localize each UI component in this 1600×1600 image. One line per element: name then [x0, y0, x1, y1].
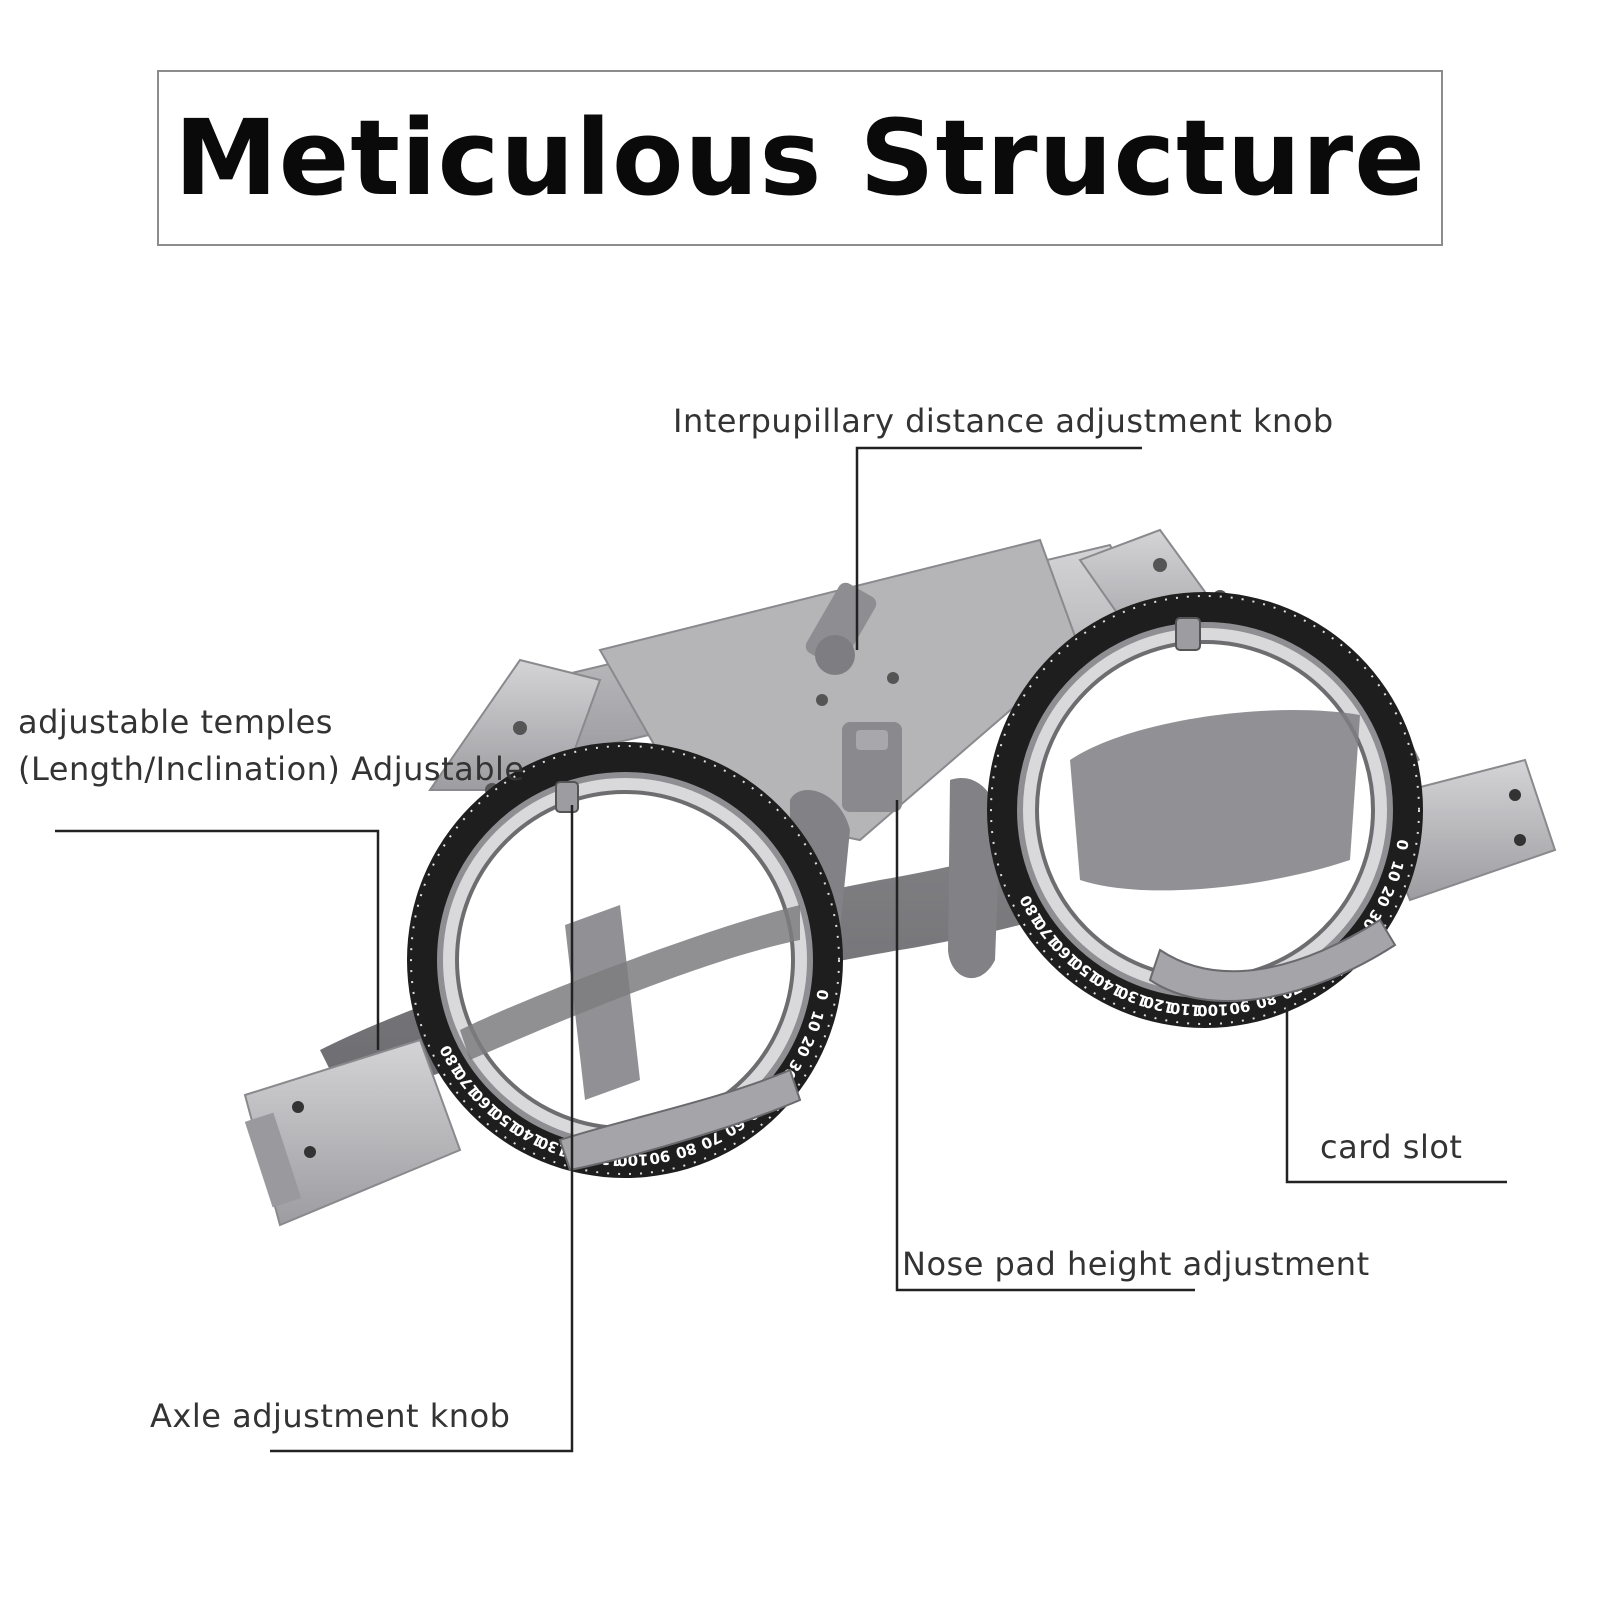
dial-number: 80: [673, 1139, 698, 1163]
title-box: Meticulous Structure: [157, 70, 1443, 246]
left-temple-slot: [244, 1112, 302, 1208]
label-ipd-knob: Interpupillary distance adjustment knob: [673, 402, 1334, 440]
bridge-screw-3: [1153, 558, 1167, 572]
dial-number: 90: [648, 1146, 672, 1167]
page-title: Meticulous Structure: [174, 97, 1426, 219]
nose-pad-leader: [895, 800, 1195, 1292]
axle-knob-right: [1175, 617, 1201, 651]
dial-number: 110: [1169, 999, 1202, 1020]
right-lens-cell: [987, 592, 1423, 1028]
label-nose-pad: Nose pad height adjustment: [902, 1245, 1370, 1283]
right-temple-screw-2: [1514, 834, 1526, 846]
label-temples-line1: adjustable temples: [18, 703, 333, 741]
bridge-screw-7: [887, 672, 899, 684]
dial-number: 10: [1384, 858, 1408, 883]
nose-pad-adjuster: [842, 722, 902, 812]
ipd-knob: [805, 582, 877, 675]
leader-lines: [55, 446, 1507, 1453]
label-axle-knob: Axle adjustment knob: [150, 1397, 511, 1435]
right-temple-screw-1: [1509, 789, 1521, 801]
left-temple-screw-2: [304, 1146, 316, 1158]
card-slot-leader: [1285, 1005, 1507, 1184]
dial-number: 0: [1392, 838, 1412, 851]
label-card-slot: card slot: [1320, 1128, 1463, 1166]
right-card-slot-clip: [1148, 918, 1397, 1003]
left-temple-screw-1: [292, 1101, 304, 1113]
dial-number: 100: [1197, 1000, 1229, 1019]
temples-leader: [55, 829, 380, 1050]
bridge-screw-1: [513, 721, 527, 735]
axle-knob-left: [555, 781, 579, 813]
left-card-slot-clip: [558, 1068, 802, 1172]
label-temples-line2: (Length/Inclination) Adjustable: [18, 750, 525, 788]
axle-knob-leader: [270, 805, 574, 1453]
ipd-knob-leader: [855, 446, 1142, 650]
bridge-screw-6: [816, 694, 828, 706]
dial-number: 10: [804, 1008, 828, 1033]
left-lens-cell: [407, 742, 843, 1178]
dial-number: 0: [812, 988, 832, 1001]
right-nose-pad: [948, 778, 1000, 979]
